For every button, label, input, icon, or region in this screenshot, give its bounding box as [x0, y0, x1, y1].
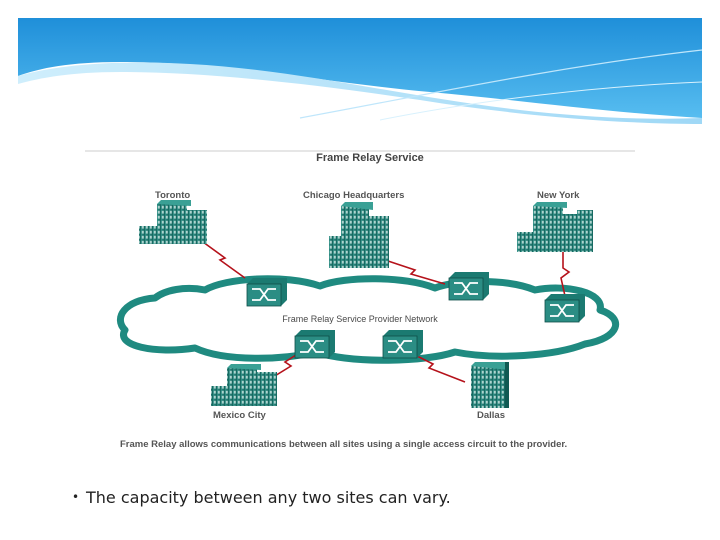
- frame-relay-switch-icon: [448, 272, 489, 301]
- serial-link-icon: [384, 259, 446, 285]
- frame-relay-switch-icon: [544, 294, 585, 323]
- serial-link-icon: [560, 250, 571, 297]
- frame-relay-switch-icon: [246, 278, 287, 307]
- diagram-title: Frame Relay Service: [316, 152, 424, 164]
- site-label-toronto: Toronto: [155, 190, 191, 201]
- site-label-dallas: Dallas: [477, 410, 505, 421]
- serial-link-icon: [202, 241, 246, 279]
- site-label-new-york: New York: [537, 190, 580, 201]
- bullet-item: • The capacity between any two sites can …: [72, 488, 451, 507]
- diagram-graphics: [85, 150, 635, 408]
- site-label-chicago: Chicago Headquarters: [303, 190, 405, 201]
- frame-relay-switch-icon: [382, 330, 423, 359]
- building-icon: [329, 202, 389, 268]
- diagram-caption: Frame Relay allows communications betwee…: [120, 439, 568, 450]
- bullet-text: The capacity between any two sites can v…: [86, 488, 451, 507]
- frame-relay-switch-icon: [294, 330, 335, 359]
- network-label: Frame Relay Service Provider Network: [282, 314, 438, 324]
- building-icon: [517, 202, 593, 252]
- serial-link-icon: [404, 349, 466, 383]
- site-label-mexico-city: Mexico City: [213, 410, 266, 421]
- header-banner: [18, 18, 703, 124]
- cloud-icon: [116, 275, 620, 364]
- building-icon: [139, 200, 207, 244]
- bullet-marker: •: [72, 490, 80, 504]
- building-icon: [471, 362, 509, 408]
- frame-relay-diagram: Frame Relay Service Toronto Chicago Head…: [85, 150, 635, 460]
- serial-links: [202, 241, 571, 383]
- building-icon: [211, 364, 277, 406]
